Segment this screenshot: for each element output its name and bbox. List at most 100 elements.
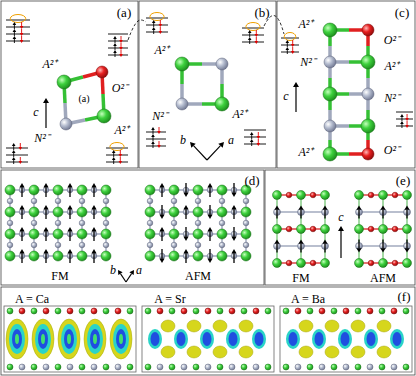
arrow-head	[118, 270, 123, 275]
arrow-head	[20, 26, 24, 29]
arrow-head	[357, 206, 362, 210]
atom	[219, 198, 225, 204]
atom	[193, 364, 199, 370]
isosurface	[338, 329, 352, 349]
arrow-shaft	[300, 210, 301, 219]
atom	[241, 185, 251, 195]
arrow-head	[13, 36, 17, 39]
atom	[53, 207, 63, 217]
arrow-shaft	[14, 32, 15, 36]
isosurface	[119, 334, 123, 344]
arrow-shaft	[324, 244, 325, 253]
composition-label: A = Ca	[15, 293, 49, 305]
atom	[53, 229, 63, 239]
arrow-head	[119, 161, 123, 164]
arrow-shaft	[233, 227, 234, 237]
atom	[115, 364, 121, 370]
arrow-shaft	[161, 231, 162, 241]
ion-label: O²⁻	[112, 82, 128, 94]
isosurface	[255, 332, 264, 346]
axis-label: b	[180, 134, 186, 146]
atom	[43, 364, 49, 370]
arrow-shaft	[45, 231, 46, 241]
atom	[195, 220, 201, 226]
isosurface	[239, 320, 253, 332]
isosurface	[299, 346, 313, 358]
atom	[324, 56, 336, 68]
arrow-shaft	[14, 39, 15, 43]
arrow-head	[286, 47, 290, 50]
atom	[55, 198, 61, 204]
arrow-shaft	[160, 20, 161, 24]
arrow-head	[13, 22, 17, 25]
isosurface	[187, 320, 201, 332]
arrow-head	[405, 248, 410, 252]
atom	[193, 207, 203, 217]
atom	[195, 242, 201, 248]
panel-c-art	[281, 23, 413, 161]
isosurface	[351, 346, 365, 358]
atom	[5, 207, 15, 217]
arrow-shaft	[358, 210, 359, 219]
arrow-shaft	[21, 36, 22, 40]
energy-levels	[242, 23, 264, 45]
atom	[368, 260, 374, 266]
atom	[355, 259, 364, 268]
isosurface	[148, 329, 162, 349]
ion-label: N²⁻	[34, 132, 50, 144]
arrow-head	[91, 205, 96, 209]
isosurface	[12, 329, 22, 349]
isosurface	[90, 329, 100, 349]
atom	[319, 308, 325, 314]
arrow-head	[183, 193, 188, 197]
energy-levels	[146, 13, 168, 35]
arrow-head	[152, 20, 156, 23]
arrow-shaft	[401, 124, 402, 128]
atom	[403, 364, 409, 370]
atom	[193, 229, 203, 239]
atom	[355, 225, 364, 234]
axis-label: c	[338, 211, 343, 223]
arrow-head	[357, 248, 362, 252]
isosurface	[32, 319, 54, 359]
arrow-shaft	[21, 29, 22, 33]
energy-level	[244, 130, 266, 131]
arrow-shaft	[295, 87, 296, 112]
charge-density-slab	[142, 306, 274, 372]
atom	[147, 220, 153, 226]
arrow-shaft	[256, 30, 257, 34]
arrow-shaft	[207, 146, 220, 160]
atom	[7, 364, 13, 370]
atom	[324, 120, 336, 132]
atom	[295, 364, 301, 370]
atom	[323, 87, 337, 101]
arrow-shaft	[153, 137, 154, 141]
energy-levels	[6, 143, 28, 164]
arrow-head	[113, 50, 117, 53]
atom	[343, 364, 349, 370]
arrow-head	[183, 249, 188, 253]
arrow-shaft	[249, 33, 250, 37]
energy-level	[396, 112, 413, 113]
atom	[171, 242, 177, 248]
atom	[295, 308, 301, 314]
atom	[241, 364, 247, 370]
isosurface	[116, 329, 126, 349]
isosurface	[161, 346, 175, 358]
atom	[205, 364, 211, 370]
atom	[169, 207, 179, 217]
atom	[243, 198, 249, 204]
atom	[67, 308, 73, 314]
panel-b-art	[146, 13, 266, 161]
arrow-head	[275, 240, 280, 244]
arrow-shaft	[113, 160, 114, 164]
arrow-head	[43, 98, 49, 103]
arrow-shaft	[93, 187, 94, 197]
atom	[217, 185, 227, 195]
atom	[391, 308, 397, 314]
order-label: FM	[292, 272, 309, 284]
isosurface	[213, 320, 227, 332]
arrow-shaft	[233, 209, 234, 219]
atom	[283, 308, 289, 314]
